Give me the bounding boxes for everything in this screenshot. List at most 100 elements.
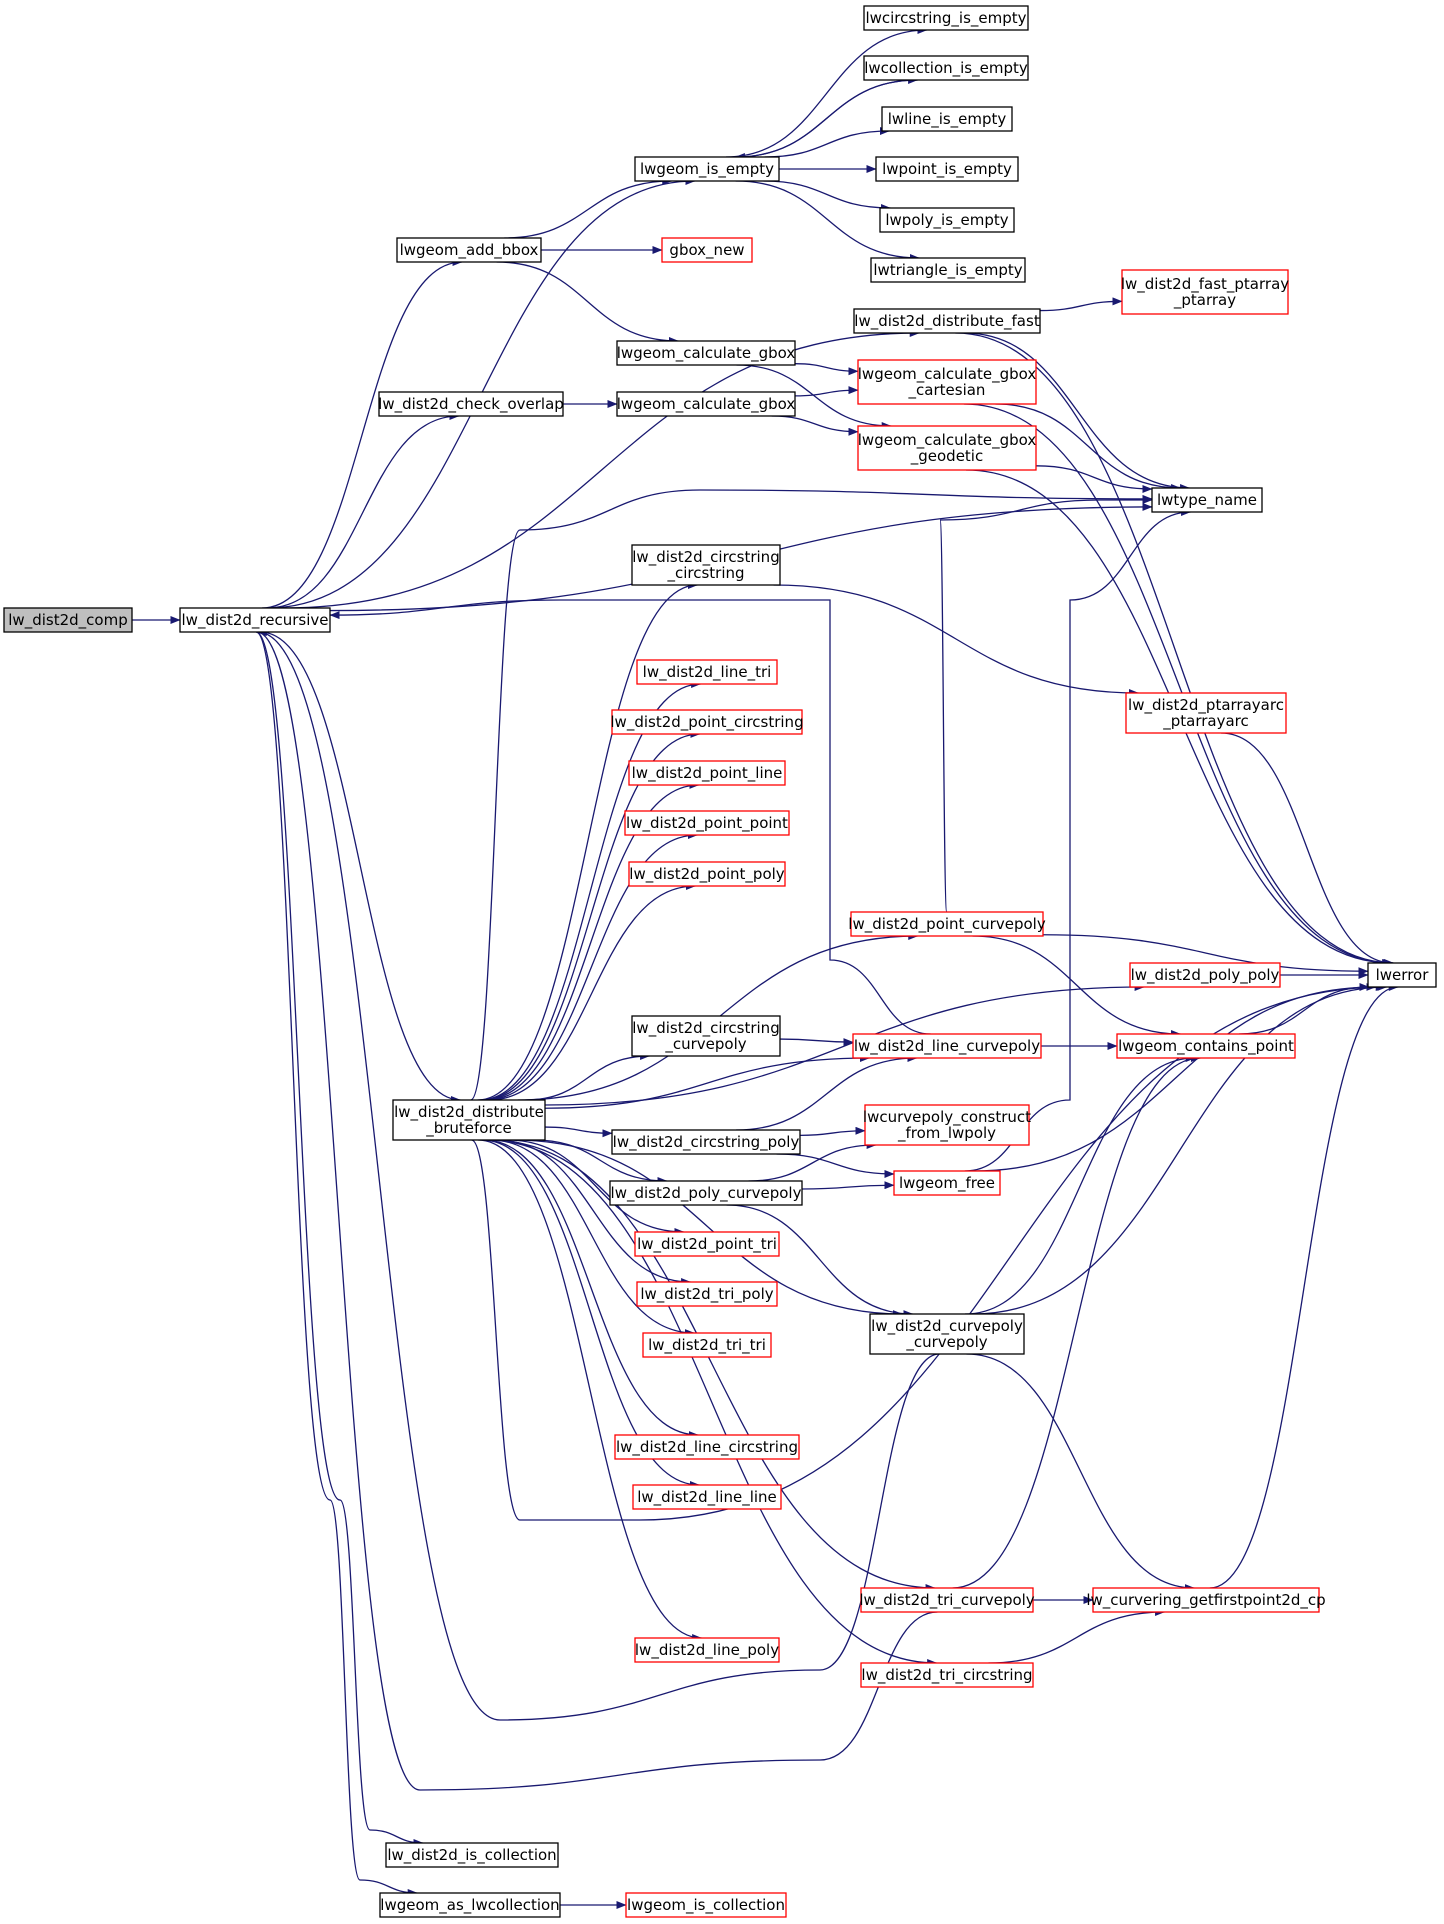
node-lwgeom-is-empty[interactable]: lwgeom_is_empty [634, 156, 780, 182]
node-lwgeom-add-bbox[interactable]: lwgeom_add_bbox [396, 237, 542, 263]
node-lw-dist2d-point-circstring[interactable]: lw_dist2d_point_circstring [610, 709, 804, 735]
node-box [863, 5, 1029, 31]
edge-lw-dist2d-circstring-poly-to-lw-dist2d-line-curvepoly [736, 1054, 918, 1131]
node-box [636, 1281, 778, 1307]
node-label: lw_dist2d_point_circstring [610, 713, 803, 732]
node-lwcollection-is-empty[interactable]: lwcollection_is_empty [863, 55, 1029, 81]
edge-lw-dist2d-distribute-bruteforce-to-lw-dist2d-tri-poly [496, 1139, 692, 1286]
edge-lw-dist2d-circstring-poly-to-lwgeom-free [776, 1153, 895, 1178]
edge-lw-dist2d-point-curvepoly-to-lwtype-name [939, 496, 1153, 913]
node-label: lwpoly_is_empty [885, 211, 1008, 230]
node-lw-dist2d-circstring-curvepoly[interactable]: lw_dist2d_circstring_curvepoly [631, 1015, 781, 1057]
node-lw-dist2d-line-circstring[interactable]: lw_dist2d_line_circstring [614, 1434, 800, 1460]
node-lwgeom-as-lwcollection[interactable]: lwgeom_as_lwcollection [379, 1892, 561, 1918]
node-lw-dist2d-poly-poly[interactable]: lw_dist2d_poly_poly [1129, 962, 1281, 988]
node-lw-dist2d-distribute-bruteforce[interactable]: lw_dist2d_distribute_bruteforce [392, 1099, 546, 1141]
node-lwcurvepoly-construct-from-lwpoly[interactable]: lwcurvepoly_construct_from_lwpoly [863, 1104, 1031, 1146]
node-lwgeom-is-collection[interactable]: lwgeom_is_collection [625, 1892, 787, 1918]
node-lw-dist2d-point-tri[interactable]: lw_dist2d_point_tri [634, 1231, 780, 1257]
edge-lwgeom-calculate-gbox-cartesian-to-lwerror [963, 403, 1394, 967]
node-label: lw_dist2d_distribute_fast [854, 312, 1040, 331]
edge-lw-dist2d-tri-curvepoly-to-lwgeom-contains-point [952, 1054, 1201, 1589]
node-lwtriangle-is-empty[interactable]: lwtriangle_is_empty [870, 257, 1026, 283]
node-lw-dist2d-point-line[interactable]: lw_dist2d_point_line [628, 760, 786, 786]
edge-lw-dist2d-distribute-bruteforce-to-lw-dist2d-circstring-poly [544, 1126, 613, 1138]
edge-lw-dist2d-curvepoly-curvepoly-to-lwerror [972, 983, 1388, 1315]
node-label: lwline_is_empty [888, 110, 1007, 129]
node-label: lw_dist2d_point_poly [629, 865, 785, 884]
node-lw-dist2d-poly-curvepoly[interactable]: lw_dist2d_poly_curvepoly [609, 1180, 803, 1206]
node-lw-dist2d-point-poly[interactable]: lw_dist2d_point_poly [628, 861, 786, 887]
edge-lw-dist2d-poly-curvepoly-to-lw-dist2d-curvepoly-curvepoly [726, 1204, 914, 1318]
node-lwgeom-calculate-gbox-geodetic[interactable]: lwgeom_calculate_gbox_geodetic [857, 425, 1037, 471]
node-lwgeom-calculate-gbox-cartesian[interactable]: lwgeom_calculate_gbox_cartesian [857, 359, 1037, 405]
node-lw-dist2d-line-curvepoly[interactable]: lw_dist2d_line_curvepoly [852, 1033, 1042, 1059]
node-lw-dist2d-check-overlap[interactable]: lw_dist2d_check_overlap [378, 391, 564, 417]
edge-lw-dist2d-distribute-bruteforce-to-lw-dist2d-point-tri [507, 1139, 685, 1236]
node-lwpoint-is-empty[interactable]: lwpoint_is_empty [875, 156, 1019, 182]
node-label: lwcurvepoly_construct [863, 1108, 1031, 1127]
node-lw-dist2d-circstring-poly[interactable]: lw_dist2d_circstring_poly [611, 1129, 801, 1155]
node-lw-curvering-getfirstpoint2d-cp[interactable]: lw_curvering_getfirstpoint2d_cp [1086, 1587, 1326, 1613]
node-lwline-is-empty[interactable]: lwline_is_empty [881, 106, 1013, 132]
node-lw-dist2d-point-point[interactable]: lw_dist2d_point_point [624, 810, 790, 836]
node-box [631, 544, 781, 586]
node-box [636, 659, 778, 685]
node-box [179, 607, 331, 633]
node-lw-dist2d-curvepoly-curvepoly[interactable]: lw_dist2d_curvepoly_curvepoly [869, 1313, 1025, 1355]
edge-lwgeom-calculate-gbox-geodetic-to-lwtype-name [1035, 465, 1153, 493]
node-box [634, 1231, 780, 1257]
node-gbox-new[interactable]: gbox_new [661, 237, 753, 263]
node-lw-dist2d-line-tri[interactable]: lw_dist2d_line_tri [636, 659, 778, 685]
node-lw-dist2d-point-curvepoly[interactable]: lw_dist2d_point_curvepoly [848, 911, 1046, 937]
node-lw-dist2d-is-collection[interactable]: lw_dist2d_is_collection [385, 1842, 559, 1868]
node-lw-dist2d-tri-poly[interactable]: lw_dist2d_tri_poly [636, 1281, 778, 1307]
node-lw-dist2d-distribute-fast[interactable]: lw_dist2d_distribute_fast [853, 308, 1041, 334]
node-lw-dist2d-tri-curvepoly[interactable]: lw_dist2d_tri_curvepoly [859, 1587, 1035, 1613]
node-lwcircstring-is-empty[interactable]: lwcircstring_is_empty [863, 5, 1029, 31]
node-box [631, 1015, 781, 1057]
node-lw-dist2d-line-poly[interactable]: lw_dist2d_line_poly [634, 1637, 780, 1663]
node-lwtype-name[interactable]: lwtype_name [1151, 487, 1263, 513]
node-label: lwgeom_calculate_gbox [858, 431, 1037, 450]
node-lw-dist2d-fast-ptarray-ptarray[interactable]: lw_dist2d_fast_ptarray_ptarray [1121, 269, 1289, 315]
node-label: _curvepoly [664, 1035, 746, 1054]
node-lwerror[interactable]: lwerror [1367, 962, 1437, 988]
node-label: lw_dist2d_poly_poly [1131, 966, 1280, 985]
node-label: lw_curvering_getfirstpoint2d_cp [1086, 1591, 1325, 1610]
node-lwgeom-contains-point[interactable]: lwgeom_contains_point [1116, 1033, 1296, 1059]
node-lwgeom-calculate-gbox-1[interactable]: lwgeom_calculate_gbox [616, 340, 796, 366]
edge-lwgeom-add-bbox-to-lwgeom-calculate-gbox-1 [496, 261, 679, 345]
node-box [611, 1129, 801, 1155]
node-label: _bruteforce [425, 1119, 512, 1138]
edge-lw-dist2d-recursive-to-lwgeom-add-bbox [261, 258, 463, 609]
node-lw-dist2d-recursive[interactable]: lw_dist2d_recursive [179, 607, 331, 633]
node-lw-dist2d-line-line[interactable]: lw_dist2d_line_line [632, 1484, 782, 1510]
node-label: lwtype_name [1157, 491, 1257, 510]
node-label: lwgeom_is_empty [640, 160, 774, 179]
node-label: lw_dist2d_fast_ptarray [1121, 275, 1289, 294]
node-label: lwgeom_contains_point [1118, 1037, 1294, 1056]
edge-lw-dist2d-distribute-bruteforce-to-lw-dist2d-line-poly [477, 1139, 703, 1642]
node-box [632, 1484, 782, 1510]
node-label: _circstring [666, 564, 744, 583]
node-lw-dist2d-circstring-circstring[interactable]: lw_dist2d_circstring_circstring [631, 544, 781, 586]
edge-lw-dist2d-distribute-bruteforce-to-lw-dist2d-circstring-circstring [477, 581, 698, 1101]
node-lw-dist2d-tri-tri[interactable]: lw_dist2d_tri_tri [642, 1332, 772, 1358]
node-lwgeom-calculate-gbox-2[interactable]: lwgeom_calculate_gbox [616, 391, 796, 417]
node-lw-dist2d-ptarrayarc-ptarrayarc[interactable]: lw_dist2d_ptarrayarc_ptarrayarc [1125, 692, 1287, 734]
node-box [625, 1892, 787, 1918]
edge-lw-dist2d-distribute-fast-to-lwtype-name [964, 332, 1191, 492]
node-label: lw_dist2d_point_curvepoly [848, 915, 1046, 934]
edge-lw-dist2d-distribute-bruteforce-to-lwtype-name [470, 489, 1153, 1101]
edge-lw-dist2d-distribute-bruteforce-to-lw-dist2d-tri-circstring [486, 1139, 938, 1667]
node-lw-dist2d-tri-circstring[interactable]: lw_dist2d_tri_circstring [860, 1662, 1034, 1688]
edge-lw-dist2d-recursive-to-lwgeom-as-lwcollection [255, 631, 418, 1897]
edge-lw-dist2d-curvepoly-curvepoly-to-lw-curvering-getfirstpoint2d-cp [966, 1353, 1195, 1592]
node-lw-dist2d-comp[interactable]: lw_dist2d_comp [3, 607, 133, 633]
node-lwgeom-free[interactable]: lwgeom_free [893, 1170, 1001, 1196]
edge-lw-dist2d-distribute-bruteforce-to-lw-dist2d-line-curvepoly [544, 1054, 870, 1109]
node-lwpoly-is-empty[interactable]: lwpoly_is_empty [879, 207, 1015, 233]
edge-lwgeom-add-bbox-to-lwgeom-is-empty [504, 177, 673, 239]
node-box [624, 810, 790, 836]
